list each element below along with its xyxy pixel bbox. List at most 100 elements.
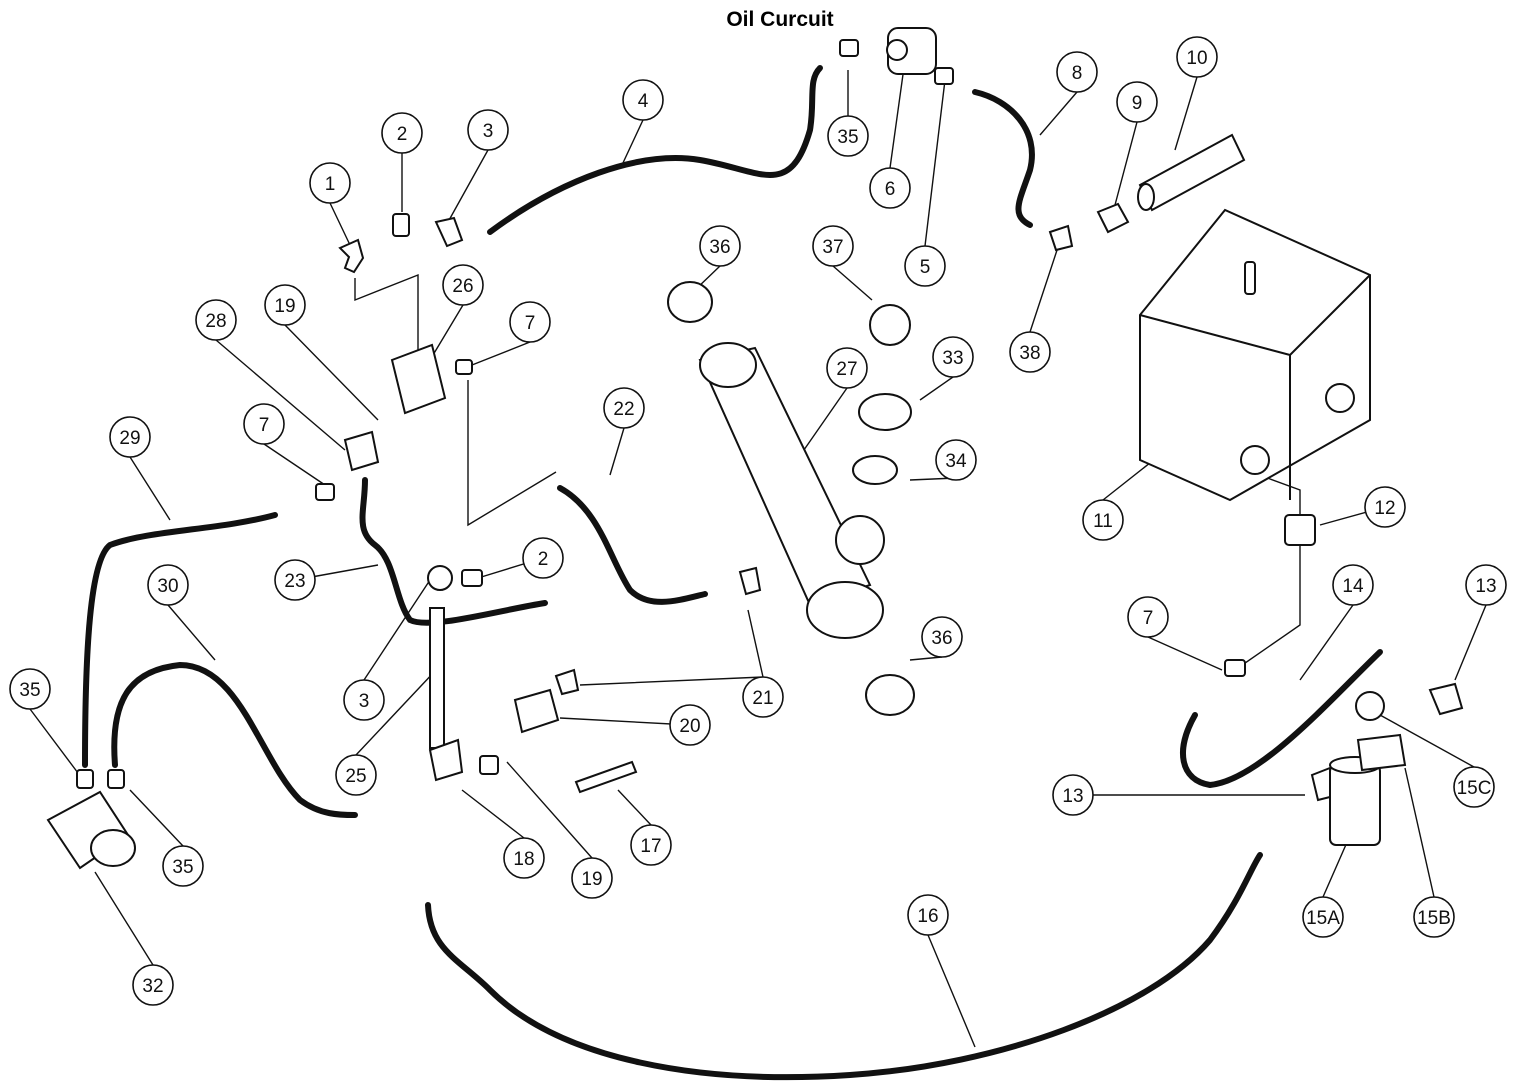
callout-label: 3 xyxy=(483,121,494,142)
callout-label: 1 xyxy=(325,174,336,195)
fitting-1-elbow xyxy=(338,238,365,274)
callout-26: 26 xyxy=(442,264,484,306)
callout-circle xyxy=(243,403,285,445)
callout-circle xyxy=(195,299,237,341)
callout-circle xyxy=(603,387,645,429)
motor-32 xyxy=(46,790,136,870)
callout-13: 13 xyxy=(1052,774,1094,816)
callout-16: 16 xyxy=(907,894,949,936)
callout-circle xyxy=(826,347,868,389)
valve-28 xyxy=(343,430,380,472)
fitting-35-top xyxy=(839,39,859,57)
callout-circle xyxy=(1052,774,1094,816)
fitting-15c-ring xyxy=(1355,691,1385,721)
callout-label: 17 xyxy=(640,836,661,857)
callout-label: 21 xyxy=(752,688,773,709)
callout-38: 38 xyxy=(1009,331,1051,373)
callout-label: 13 xyxy=(1475,576,1496,597)
callout-circle xyxy=(699,225,741,267)
callout-label: 2 xyxy=(397,124,408,145)
strainer-10 xyxy=(1137,133,1246,212)
callout-label: 7 xyxy=(525,313,536,334)
callout-label: 11 xyxy=(1093,511,1113,532)
callout-circle xyxy=(132,964,174,1006)
callout-label: 15C xyxy=(1457,778,1492,799)
callout-1: 1 xyxy=(309,162,351,204)
callout-label: 33 xyxy=(942,348,963,369)
callout-circle xyxy=(630,824,672,866)
filter-head-15b xyxy=(1356,733,1407,772)
callout-label: 15B xyxy=(1417,908,1451,929)
callout-12: 12 xyxy=(1364,486,1406,528)
callout-label: 35 xyxy=(19,680,40,701)
callout-6: 6 xyxy=(869,167,911,209)
callout-19: 19 xyxy=(571,857,613,899)
callout-circle xyxy=(742,676,784,718)
gauge-37 xyxy=(869,304,911,346)
callout-11: 11 xyxy=(1082,499,1124,541)
callout-label: 2 xyxy=(538,549,549,570)
callout-label: 8 xyxy=(1072,63,1083,84)
plate-33 xyxy=(858,393,912,431)
callout-36: 36 xyxy=(699,225,741,267)
callout-label: 25 xyxy=(345,766,366,787)
callout-27: 27 xyxy=(826,347,868,389)
callout-label: 20 xyxy=(679,716,700,737)
callout-3: 3 xyxy=(343,679,385,721)
callout-label: 19 xyxy=(581,869,602,890)
hose-4 xyxy=(487,65,823,235)
fitting-2-lower xyxy=(461,569,483,587)
callout-35: 35 xyxy=(827,115,869,157)
callout-circle xyxy=(1056,51,1098,93)
callout-label: 36 xyxy=(931,628,952,649)
fitting-13-right xyxy=(1428,682,1464,716)
callout-circle xyxy=(162,845,204,887)
callout-35: 35 xyxy=(162,845,204,887)
callout-circle xyxy=(9,668,51,710)
callout-circle xyxy=(921,616,963,658)
callout-circle xyxy=(522,537,564,579)
callout-circle xyxy=(1176,36,1218,78)
callout-7: 7 xyxy=(509,301,551,343)
callout-label: 23 xyxy=(284,571,305,592)
callout-label: 3 xyxy=(359,691,370,712)
callout-30: 30 xyxy=(147,564,189,606)
callout-label: 19 xyxy=(274,296,295,317)
callout-29: 29 xyxy=(109,416,151,458)
gasket-36-upper xyxy=(667,281,713,323)
hose-23 xyxy=(359,477,548,626)
fitting-3-lower xyxy=(427,565,453,591)
callout-label: 13 xyxy=(1062,786,1083,807)
hose-29 xyxy=(82,512,278,768)
callout-circle xyxy=(907,894,949,936)
callout-label: 29 xyxy=(119,428,140,449)
hose-16 xyxy=(425,852,1263,1081)
fitting-12-valve xyxy=(1284,514,1316,546)
callout-label: 28 xyxy=(205,311,226,332)
callout-circle xyxy=(343,679,385,721)
callout-label: 38 xyxy=(1019,343,1040,364)
fitting-7-right xyxy=(1224,659,1246,677)
callout-circle xyxy=(1332,564,1374,606)
callout-circle xyxy=(932,336,974,378)
callout-circle xyxy=(1082,499,1124,541)
callout-2: 2 xyxy=(381,112,423,154)
callout-label: 35 xyxy=(172,857,193,878)
callout-circle xyxy=(1413,896,1455,938)
callout-label: 16 xyxy=(917,906,938,927)
fitting-21-upper xyxy=(738,566,762,596)
leader-lines xyxy=(29,59,1487,1048)
fitting-21-lower xyxy=(554,668,580,696)
callout-label: 32 xyxy=(142,976,163,997)
callout-label: 15A xyxy=(1306,908,1340,929)
hose-14 xyxy=(1180,649,1383,789)
callout-circle xyxy=(309,162,351,204)
callout-23: 23 xyxy=(274,559,316,601)
fitting-38-elbow xyxy=(1048,224,1074,252)
callout-21: 21 xyxy=(742,676,784,718)
callout-3: 3 xyxy=(467,109,509,151)
callout-label: 35 xyxy=(837,127,858,148)
callout-circle xyxy=(935,439,977,481)
callout-circle xyxy=(335,754,377,796)
